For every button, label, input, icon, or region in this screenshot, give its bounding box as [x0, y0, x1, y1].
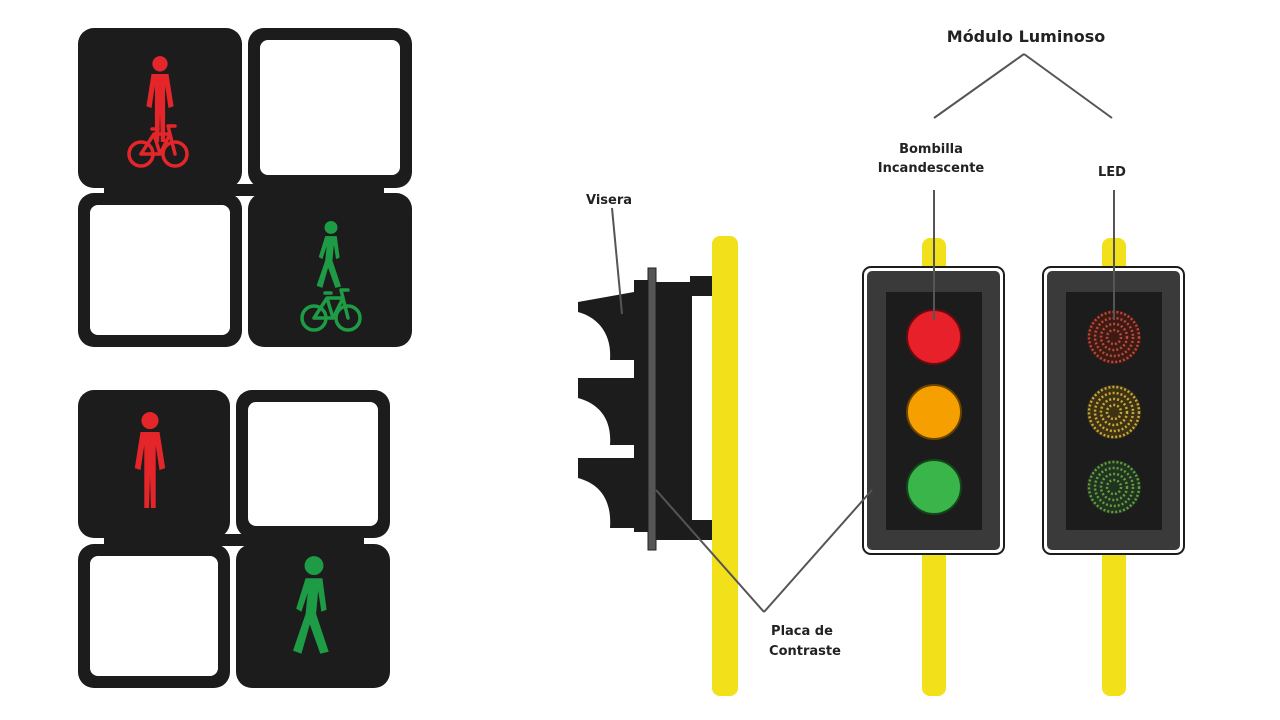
amber-lamp	[907, 385, 961, 439]
bombilla-label-line2: Incandescente	[878, 161, 985, 176]
green-lamp	[907, 460, 961, 514]
traffic-light-side-view	[578, 236, 738, 696]
leader-visera	[611, 207, 623, 315]
leader-modulo-left	[933, 53, 1025, 119]
leader-modulo-right	[1023, 53, 1113, 119]
modulo-luminoso-label: Módulo Luminoso	[947, 27, 1105, 46]
red-lamp	[907, 310, 961, 364]
leader-lines	[611, 53, 1115, 613]
bombilla-label-line1: Bombilla	[899, 142, 963, 157]
yellow-pole	[712, 236, 738, 696]
led-traffic-light	[1042, 238, 1185, 696]
green-led-lamp	[1087, 460, 1141, 514]
incandescent-traffic-light	[862, 238, 1005, 696]
leader-placa-left	[655, 489, 765, 613]
visera-label: Visera	[586, 193, 632, 208]
pedestrian-signal	[78, 390, 390, 688]
contrast-plate	[647, 267, 657, 551]
leader-placa-right	[763, 489, 873, 613]
pedestrian-bicycle-signal	[78, 28, 412, 347]
placa-label-line1: Placa de	[771, 624, 833, 639]
placa-label-line2: Contraste	[769, 644, 841, 659]
amber-led-lamp	[1087, 385, 1141, 439]
led-label: LED	[1098, 165, 1126, 180]
signal-housing-side	[656, 282, 692, 540]
visor	[578, 292, 636, 528]
